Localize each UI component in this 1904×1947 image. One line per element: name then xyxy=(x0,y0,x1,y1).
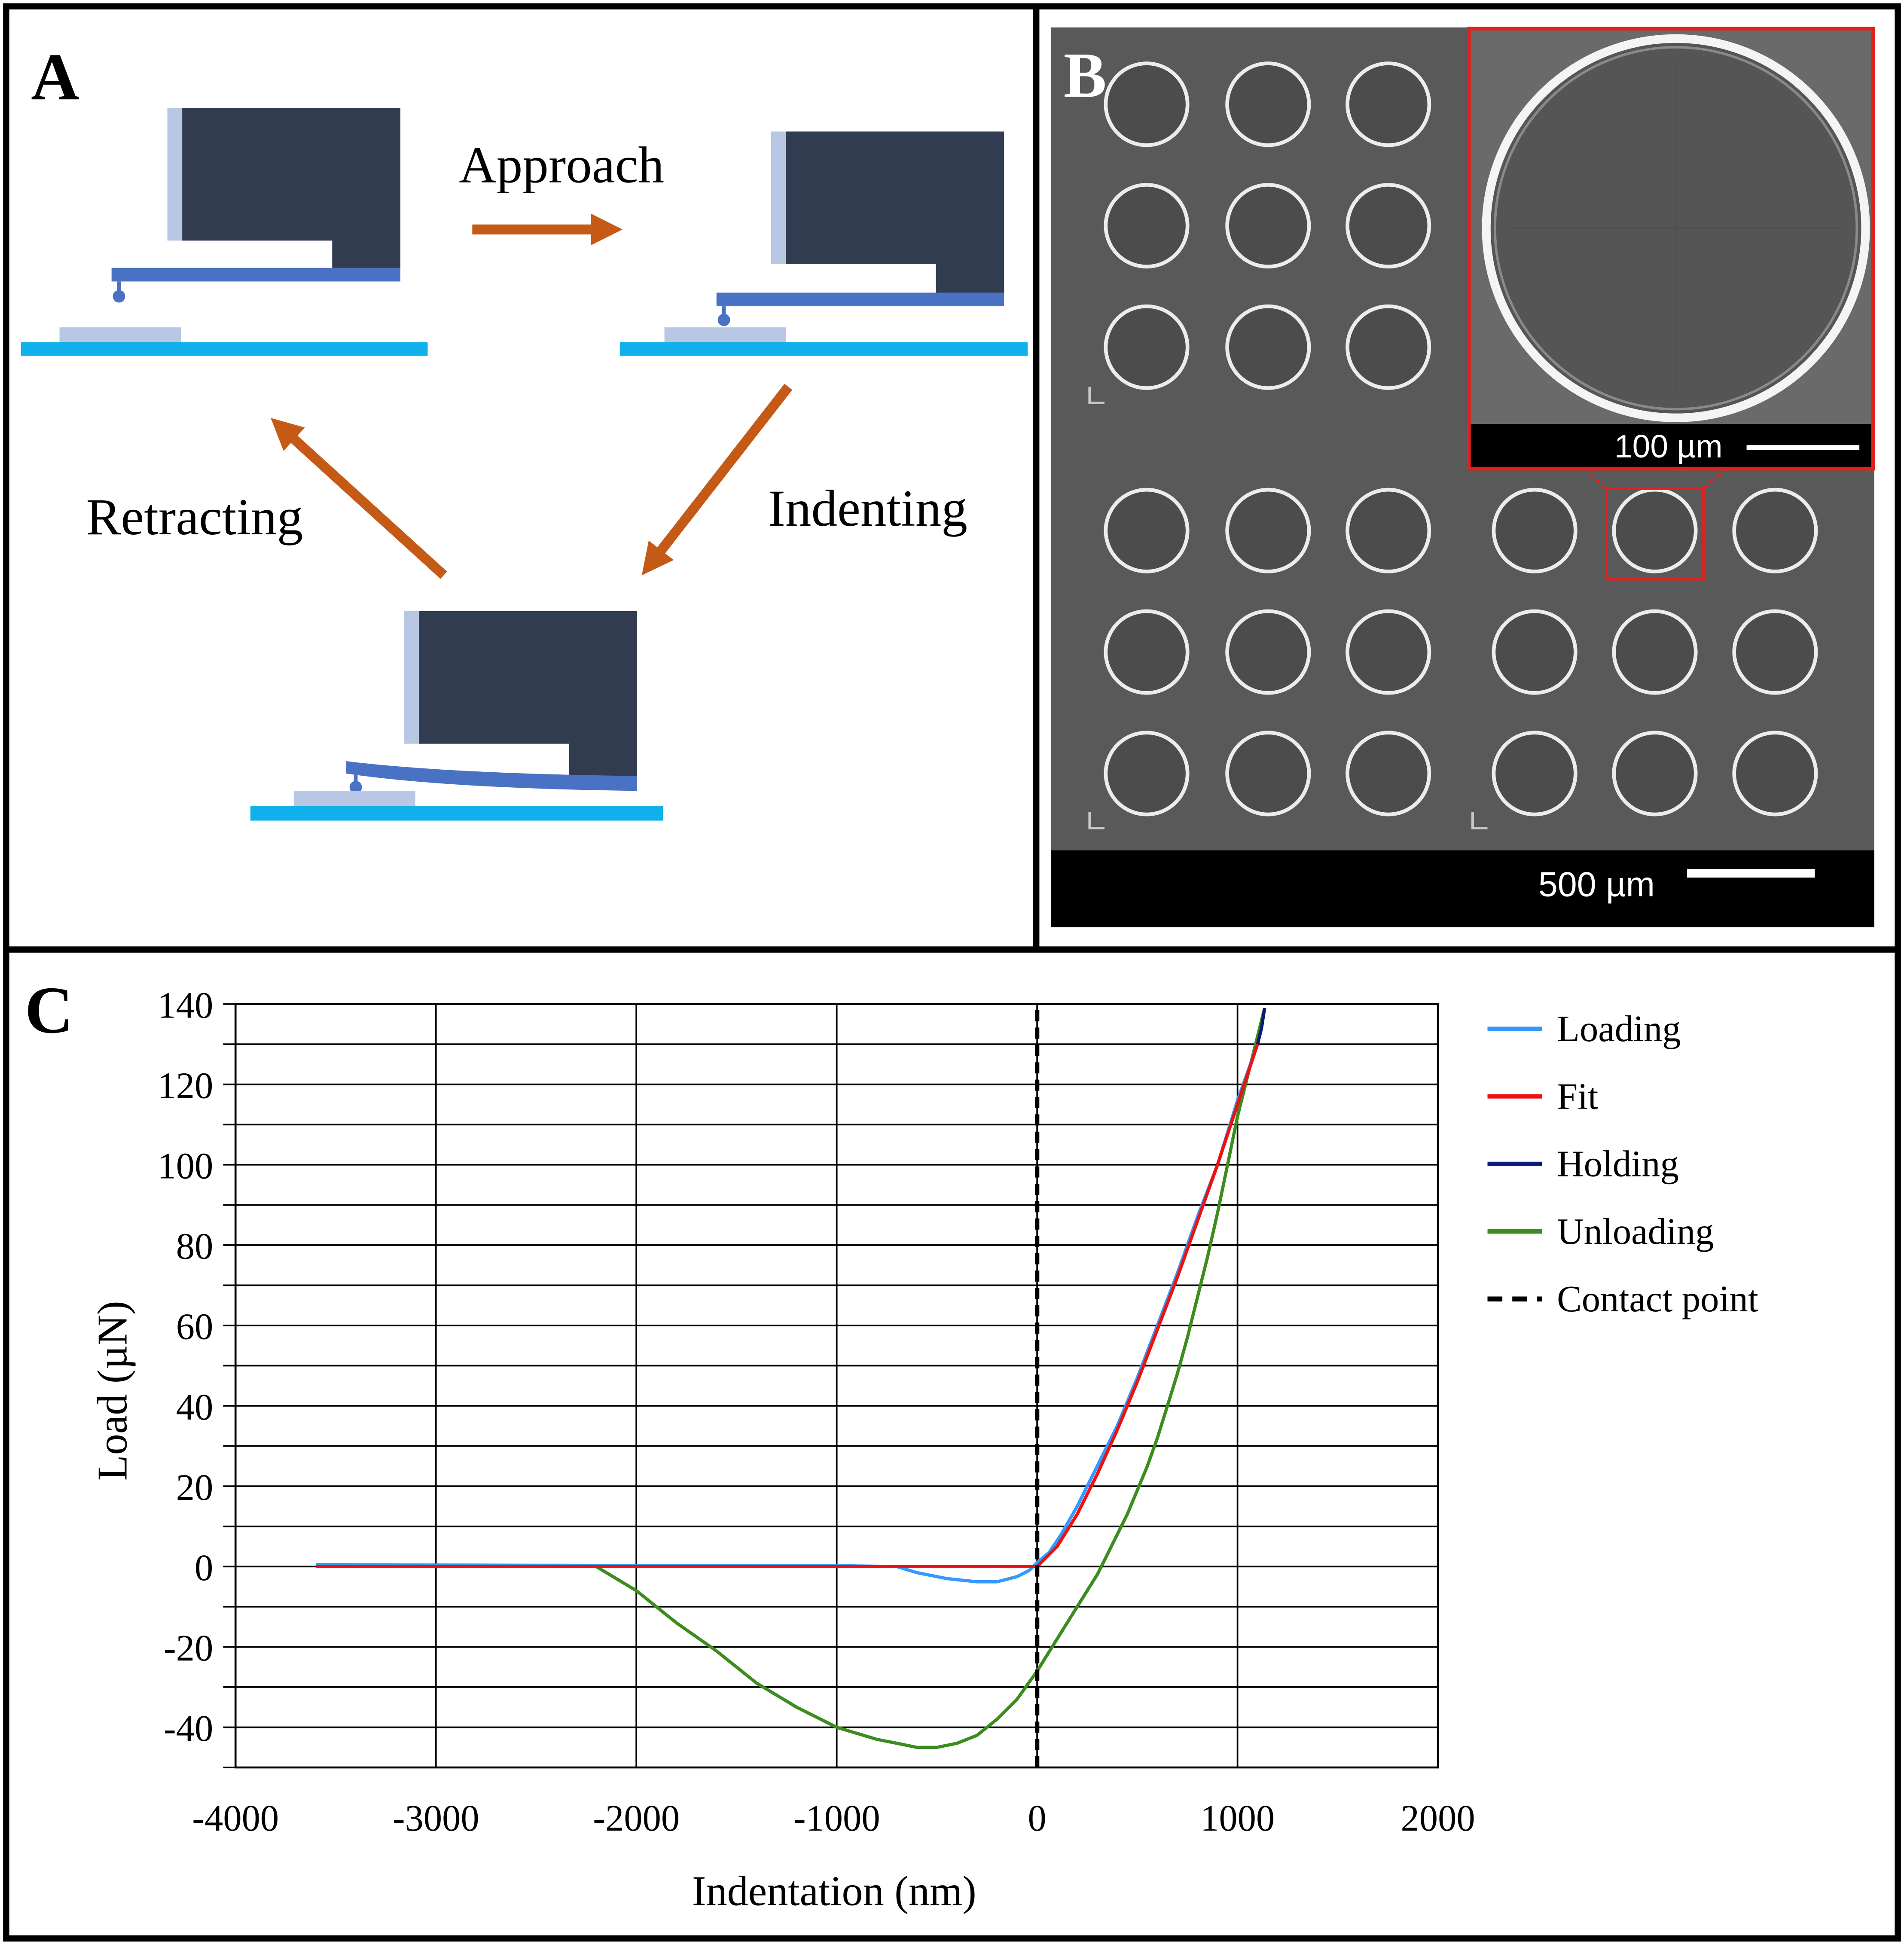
indenting-arrow xyxy=(641,384,793,576)
pillar xyxy=(1346,609,1431,695)
pillar xyxy=(1225,61,1311,147)
pillar xyxy=(1225,488,1311,573)
series-unloading xyxy=(595,1007,1266,1749)
zoom-connector xyxy=(1702,470,1724,490)
pillar xyxy=(1104,304,1190,390)
x-tick-label: 2000 xyxy=(1401,1798,1475,1839)
x-tick-label: 0 xyxy=(1028,1798,1046,1839)
probe-tip xyxy=(113,290,125,303)
sample xyxy=(59,327,181,342)
pillar xyxy=(1492,609,1578,695)
figure-frame xyxy=(3,3,1901,1942)
pillar xyxy=(1104,183,1190,269)
pillar xyxy=(1732,609,1818,695)
afm-state-approached xyxy=(619,131,1028,356)
pillar xyxy=(1225,609,1311,695)
stage xyxy=(619,342,1028,356)
legend-label-unloading: Unloading xyxy=(1557,1211,1714,1252)
y-axis-title: Load (µN) xyxy=(89,1301,136,1481)
x-tick-label: -3000 xyxy=(393,1798,479,1839)
load-indentation-chart: 140 120 100 80 60 40 20 0 -20 -40 -4000 -3000 -2000 -… xyxy=(157,984,1475,1839)
y-tick-label: 100 xyxy=(157,1146,213,1187)
main-scale-band xyxy=(1051,850,1874,927)
probe-tip xyxy=(349,781,362,794)
main-scale-label: 500 µm xyxy=(1538,865,1655,904)
pillar xyxy=(1346,731,1431,817)
pillar xyxy=(1346,183,1431,269)
y-tick-label: -20 xyxy=(164,1627,213,1669)
y-tick-label: -40 xyxy=(164,1708,213,1749)
legend-label-loading: Loading xyxy=(1557,1008,1681,1049)
cantilever-bent xyxy=(346,761,638,791)
pillar xyxy=(1492,488,1578,573)
plot-area xyxy=(234,1003,1439,1769)
indenting-label: Indenting xyxy=(768,480,967,537)
alignment-mark xyxy=(1088,812,1105,829)
pillar xyxy=(1104,731,1190,817)
approach-label: Approach xyxy=(459,137,664,194)
pillar xyxy=(1612,488,1698,573)
sample xyxy=(293,791,415,806)
panel-b: 100 µm B 500 µm xyxy=(1051,27,1875,927)
legend-label-contact-point: Contact point xyxy=(1557,1278,1758,1319)
legend-label-holding: Holding xyxy=(1557,1143,1679,1185)
pillar xyxy=(1104,61,1190,147)
y-tick-label: 60 xyxy=(176,1306,214,1347)
y-tick-label: 80 xyxy=(176,1226,214,1267)
y-tick-label: 120 xyxy=(157,1065,213,1106)
afm-state-indenting xyxy=(250,611,663,821)
pillar xyxy=(1346,488,1431,573)
x-tick-label: -4000 xyxy=(192,1798,279,1839)
alignment-mark xyxy=(1088,387,1105,405)
panel-c: C 140 120 100 80 60 40 20 0 -20 -40 -4000 -3000 -200… xyxy=(25,973,1758,1914)
panel-b-label: B xyxy=(1064,40,1107,111)
inset-scale-bar xyxy=(1746,445,1860,450)
inset-scale-label: 100 µm xyxy=(1614,428,1723,464)
zoom-region-box xyxy=(1605,487,1705,581)
y-tick-label: 140 xyxy=(157,984,213,1026)
pillar xyxy=(1104,609,1190,695)
y-tick-label: 0 xyxy=(195,1547,213,1588)
panel-c-label: C xyxy=(25,973,73,1047)
retracting-arrow xyxy=(271,418,447,579)
pillar xyxy=(1612,731,1698,817)
x-tick-label: -2000 xyxy=(593,1798,680,1839)
main-scale-bar xyxy=(1687,869,1815,878)
pillar xyxy=(1732,731,1818,817)
pillar xyxy=(1492,731,1578,817)
pillar xyxy=(1612,609,1698,695)
pillar-array xyxy=(1104,61,1818,817)
sample xyxy=(664,327,786,342)
probe-tip xyxy=(717,314,730,326)
cantilever xyxy=(111,268,400,282)
y-tick-label: 20 xyxy=(176,1467,214,1508)
alignment-mark xyxy=(1471,812,1488,829)
cantilever xyxy=(716,293,1004,307)
pillar xyxy=(1104,488,1190,573)
x-tick-label: 1000 xyxy=(1200,1798,1275,1839)
x-axis-title: Indentation (nm) xyxy=(692,1868,976,1914)
x-tick-label: -1000 xyxy=(793,1798,880,1839)
stage xyxy=(21,342,428,356)
panel-a: A xyxy=(21,40,1028,821)
zoom-inset: 100 µm xyxy=(1467,27,1875,471)
zoom-connector xyxy=(1586,470,1608,490)
series-holding xyxy=(1256,1008,1266,1045)
pillar xyxy=(1732,488,1818,573)
pillar xyxy=(1225,731,1311,817)
pillar xyxy=(1346,61,1431,147)
panel-a-label: A xyxy=(31,40,79,114)
retracting-label: Retracting xyxy=(86,488,303,546)
stage xyxy=(250,805,663,821)
pillar xyxy=(1346,304,1431,390)
series-fit xyxy=(315,1043,1259,1569)
y-tick-label: 40 xyxy=(176,1386,214,1428)
pillar xyxy=(1225,304,1311,390)
pillar xyxy=(1225,183,1311,269)
legend-label-fit: Fit xyxy=(1557,1076,1598,1117)
afm-state-initial xyxy=(21,108,428,356)
